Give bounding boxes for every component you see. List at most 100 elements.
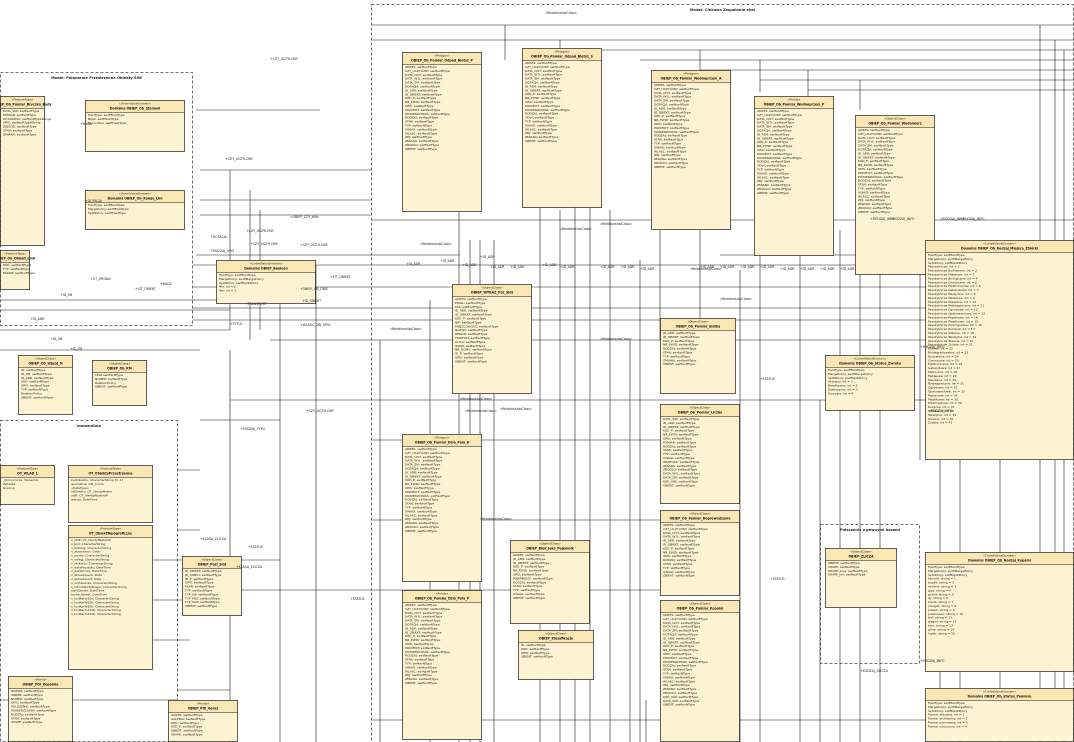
- class-title: OBIEP_Klasyfikacja: [539, 637, 573, 641]
- class-boxes: «FeatureType»OBIEP_Ob_Pomiar_Bryczka_Bud…: [0, 48, 1074, 742]
- class-box[interactable]: «ObjectClass»OBIEP_Blok_Jako_PojemnikADR…: [510, 540, 590, 624]
- class-box-header: [0, 465, 55, 478]
- class-box[interactable]: «Polygon»OBIEP_Ob_Pomiar_Odpad_Biotyz_PA…: [402, 52, 482, 212]
- package-frame: Model: Połączenie Przestrzenne Obiekty S…: [0, 72, 193, 326]
- class-attribute: ID_OBIEKT: swiftsoftType: [525, 88, 562, 92]
- class-attribute: margiel: string = 8: [928, 604, 956, 608]
- class-attribute: STAN: swiftsoftType: [858, 183, 887, 187]
- connector-label: +RODZAJ_INFO: [890, 217, 915, 221]
- class-box[interactable]: «Polygon»OBIEP_Ob_Pomiar_Odpad_Biotyz_SA…: [522, 48, 602, 208]
- class-attribute: Pasożytnicze Mieszane: int = 10: [928, 300, 976, 304]
- class-title: OBIEP_Ob_Pomiar_Doprowadzenie: [669, 517, 730, 521]
- class-box-frame: [452, 284, 532, 394]
- class-attribute: ZRODLO: swiftsoftType: [405, 143, 439, 147]
- class-attribute: x_idIIP: OT_IdentyfikatorIIP: [71, 538, 111, 542]
- class-box[interactable]: «ObjectClass»OBIEP_Ob_Pomiar_LiczbyDATA_…: [660, 404, 740, 504]
- class-attribute: CZY_UCZYLONY: swiftsoftType: [405, 607, 450, 611]
- class-box[interactable]: «Points»OBIEP_Ob_Pomiar_Wodnoprzem_PADRE…: [754, 96, 834, 256]
- class-attribute: ZMIANA: swiftsoftType: [3, 132, 36, 136]
- class-attribute: LEW: swiftsoftType: [95, 373, 123, 377]
- class-attribute: ID_OB: swiftsoftType: [21, 372, 52, 376]
- class-attribute: FieldType: swiftFieldType: [219, 273, 256, 277]
- class-box[interactable]: «ObjectClass»OBIEP_WYKAZ_Poz_SiatADRES: …: [452, 284, 532, 394]
- class-attribute: RelationPolicy: [95, 381, 116, 385]
- class-attribute: OBIEKT: swiftsoftType: [95, 385, 127, 389]
- class-attribute: POWIERZCHNIA: swiftsoftType: [663, 660, 708, 664]
- class-attribute: NR_EWID: swiftsoftType: [663, 433, 699, 437]
- class-attribute: Gabarytowe: int = 27: [928, 366, 960, 370]
- class-attribute: FieldType: swiftFieldType: [928, 701, 965, 705]
- class-attribute: STAN: swiftsoftType: [525, 116, 554, 120]
- class-attribute: gips: string = 4: [928, 588, 951, 592]
- class-attribute: OPIS: swiftsoftType: [21, 384, 50, 388]
- class-box[interactable]: «CodedValueDomain»Domains OBIEP_Ob_Rodza…: [925, 552, 1074, 672]
- class-box[interactable]: «Polygon»OBIEP_Ob_Pomiar_Wodnoprzem_AADR…: [651, 70, 731, 230]
- class-stereotype: «Polygon»: [554, 50, 570, 54]
- class-attribute: POMIAR: swiftsoftType: [3, 113, 36, 117]
- class-attribute: TYP: swiftsoftType: [653, 142, 681, 146]
- class-attribute: ID_P: swiftsoftType: [185, 577, 213, 581]
- class-box[interactable]: «FeatureType»OBIEP_Ob_Pomiar_Bryczka_Bud…: [0, 96, 52, 246]
- class-box[interactable]: «CodedValueDomain»Domains OBIEP_BooleanF…: [216, 260, 316, 304]
- class-box[interactable]: «ObjectClass»OBIEP_Ob_Wjazd_NID: swiftso…: [18, 355, 73, 415]
- class-attribute: Budowlane: int = 24: [928, 354, 959, 358]
- class-attribute: ID_ADR: swiftsoftType: [663, 636, 696, 640]
- class-box[interactable]: «Polygon»OBIEP_Ob_Pomiar_Dzia_Pola_AADRE…: [402, 434, 482, 582]
- class-attribute: RODZAJ: swiftsoftType: [654, 134, 687, 138]
- class-attribute: DOTACJA: swiftsoftType: [654, 103, 689, 107]
- class-attribute: x_katalog: CharacterString: [71, 546, 111, 550]
- class-attribute: TYP: swiftsoftType: [404, 506, 432, 510]
- class-attribute: «DataType»: [71, 486, 89, 490]
- class-box[interactable]: «FeatureType»OT_ObiektTopograficznyx_idI…: [68, 525, 153, 670]
- class-box[interactable]: «Points»OBIEP_Ob_Pomiar_Dzia_Pola_PADRES…: [402, 590, 482, 740]
- class-title: OBIEP_Ob_Wjazd_N: [28, 362, 63, 366]
- class-attribute: WLASC: swiftsoftType: [525, 127, 557, 131]
- class-box[interactable]: «UnionValueDomain»Domains OBIEP_Ob_Kolej…: [85, 190, 185, 230]
- class-attribute: ZDJECIE: swiftsoftType: [3, 125, 37, 129]
- class-stereotype: «Points»: [197, 702, 210, 706]
- class-attribute: Pasożytnicze Metalowe: int = 9: [928, 296, 975, 300]
- connector-label: +SIT_OBIEKT: [330, 275, 351, 279]
- class-box[interactable]: «ObjectClass»OBIEP_Ob_Pomiar_SiatkaID_AD…: [660, 318, 736, 394]
- class-attribute: CZY_UCZYLONY: swiftsoftType: [663, 617, 708, 621]
- class-attribute: ID_OBIEKT: swiftsoftType: [757, 136, 794, 140]
- class-box[interactable]: «CodedValueDomain»Domains OBIEP_Ob_Rodza…: [925, 240, 1074, 460]
- class-box[interactable]: «ObjectClass»OBIEP_Ob_Pomiar_WodomierzAD…: [855, 115, 935, 275]
- class-box[interactable]: «FeatureType»OT_WLAD_L_Pomocnicza: Wskaź…: [0, 465, 55, 505]
- class-attribute: torf: string = 11: [928, 616, 952, 620]
- class-attribute: DATA_WYL: swiftsoftType: [405, 459, 442, 463]
- connector-label: +ID_OB: [50, 337, 62, 341]
- class-box[interactable]: «UnionValueDomain»Domains OBIEP_Ob_Stano…: [85, 100, 185, 152]
- class-box[interactable]: «CodedValueDomain»Domains OBIEP_Ob_Statu…: [925, 688, 1074, 742]
- class-attribute: ID_ADR: swiftsoftType: [455, 309, 488, 313]
- connector-label: +ID_ADR: [700, 265, 715, 269]
- connector-label: +ID_ADR: [462, 263, 477, 267]
- class-attribute: DATA_SIW: swiftsoftType: [663, 417, 699, 421]
- class-attribute: RODZAJ: swiftsoftType: [513, 580, 546, 584]
- class-stereotype: «Points»: [436, 592, 449, 596]
- class-attribute: x_aktualnosc: Date: [71, 550, 100, 554]
- class-box-header: [85, 100, 185, 113]
- connector-label: +ID_ADR: [780, 267, 795, 271]
- class-stereotype: «ObjectClass»: [850, 550, 871, 554]
- class-attribute: NR_EWID: swiftsoftType: [405, 482, 441, 486]
- class-attribute: DOTACJA: swiftsoftType: [405, 85, 440, 89]
- class-attribute: POWIERZCHNIA: swiftsoftType: [757, 156, 802, 160]
- class-box[interactable]: «CodedValueDomain»Domains OBIEP_Ob_Statu…: [825, 355, 915, 411]
- class-box-header: [855, 115, 935, 128]
- class-attribute: TYP: swiftsoftType: [662, 452, 690, 456]
- class-box[interactable]: «ObjectClass»OBIEP_Ob_Pomiar_Doprowadzen…: [660, 510, 740, 596]
- class-attribute: KOD_P: swiftsoftType: [663, 546, 694, 550]
- class-attribute: Ogrodowe: int = 32: [928, 386, 958, 390]
- package-label: Model: Połączenie Przestrzenne Obiekty S…: [51, 76, 142, 80]
- class-attribute: Chemiczne: int = 25: [928, 358, 959, 362]
- class-box[interactable]: «ObjectClass»OBIEP_Ob_Pomiar_KopalniADRE…: [660, 600, 740, 742]
- class-box[interactable]: «FeatureType»OT_ObiektyPrzestrzennekodOb…: [68, 465, 153, 523]
